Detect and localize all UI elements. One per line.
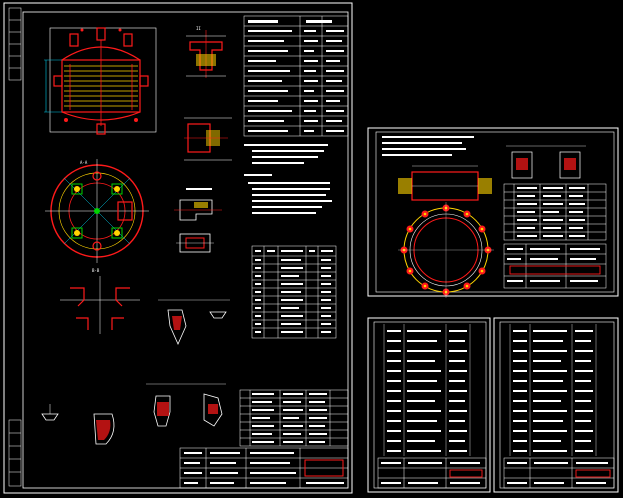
flange-parts-table bbox=[503, 183, 607, 241]
nozzle-detail-middle bbox=[184, 117, 232, 161]
bill-of-materials-text bbox=[252, 393, 327, 443]
vessel-elevation-view bbox=[44, 27, 157, 135]
main-title-block bbox=[179, 447, 349, 489]
technical-notes bbox=[244, 144, 332, 214]
main-sheet-border bbox=[3, 2, 353, 494]
flange-parts-text bbox=[517, 187, 585, 237]
main-title-text bbox=[184, 452, 344, 484]
nozzle-schedule-table bbox=[251, 245, 337, 339]
nozzle-schedule-text bbox=[255, 250, 333, 333]
design-data-text bbox=[248, 20, 344, 132]
flange-section-detail bbox=[174, 188, 222, 221]
flange-drawing-sheet bbox=[367, 127, 619, 298]
vessel-plan-view: A-A bbox=[45, 159, 149, 263]
design-data-table bbox=[243, 15, 349, 137]
flange-top-view bbox=[398, 202, 494, 298]
svg-text:B-B: B-B bbox=[92, 268, 100, 273]
svg-text:A-A: A-A bbox=[80, 160, 88, 165]
support-section-view: B-B bbox=[60, 268, 140, 334]
bill-of-materials-table bbox=[239, 389, 349, 447]
main-drawing-sheet: II bbox=[3, 2, 353, 494]
flange-title-block bbox=[503, 243, 607, 289]
binding-margin bbox=[8, 7, 22, 487]
flange-notes bbox=[382, 136, 474, 156]
nozzle-detail-top: II bbox=[186, 26, 226, 78]
svg-text:II: II bbox=[196, 26, 201, 31]
flange-side-view bbox=[398, 165, 492, 201]
weld-detail-right bbox=[209, 311, 227, 319]
parts-list-sheet-right bbox=[493, 317, 619, 493]
gasket-detail bbox=[176, 233, 214, 253]
flange-sheet-inner-frame bbox=[375, 131, 615, 293]
main-title-stamp bbox=[304, 459, 344, 477]
lifting-lug-detail bbox=[146, 383, 226, 427]
head-detail-small bbox=[41, 404, 115, 445]
flange-detail-sections bbox=[506, 145, 586, 179]
flange-title-text bbox=[507, 248, 600, 282]
parts-list-sheet-left bbox=[367, 317, 491, 493]
flange-title-stamp bbox=[509, 265, 601, 275]
weld-detail-left bbox=[158, 299, 230, 345]
flange-sheet-border bbox=[367, 127, 619, 297]
